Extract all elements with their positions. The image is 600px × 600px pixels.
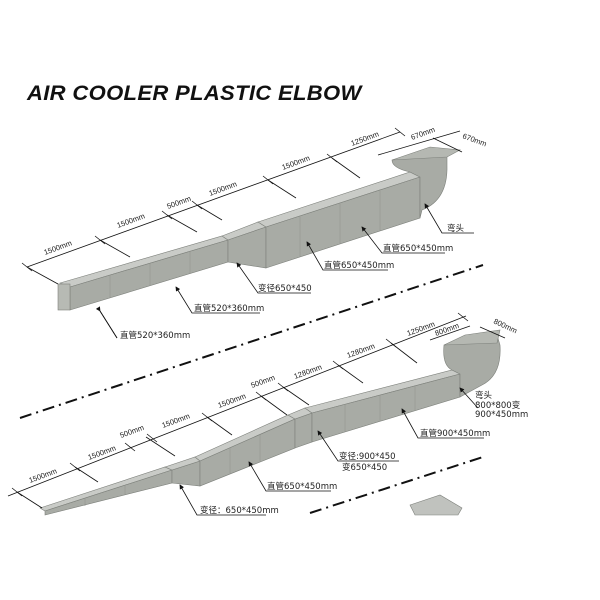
separator-line bbox=[309, 456, 484, 514]
separator-line bbox=[19, 264, 484, 419]
callout-reducer: 变径650*450 bbox=[258, 283, 312, 294]
callout-elbow: 900*450mm bbox=[475, 410, 528, 420]
bottom-duct-assembly: 1500mm 1500mm 500mm 1500mm 1500mm 500mm … bbox=[7, 312, 528, 516]
callout-elbow: 弯头 bbox=[475, 390, 493, 401]
callout-straight-650: 直管650*450mm bbox=[267, 481, 337, 492]
duct-side bbox=[44, 469, 173, 516]
duct-top-face bbox=[39, 466, 173, 512]
elbow-opening bbox=[391, 146, 462, 161]
duct-650-side bbox=[265, 176, 421, 269]
dim-label: 670mm bbox=[461, 131, 488, 148]
callout-elbow: 弯头 bbox=[447, 223, 465, 234]
callout-reducer-900: 变650*450 bbox=[342, 462, 387, 473]
elbow bbox=[391, 149, 448, 219]
dim-label: 1500mm bbox=[208, 179, 239, 197]
callout-straight-520: 直管520*360mm bbox=[120, 330, 190, 341]
callout-straight-520: 直管520*360mm bbox=[194, 303, 264, 314]
partial-duct bbox=[409, 494, 463, 516]
callout-elbow: 800*800变 bbox=[475, 400, 521, 411]
callout-reducer-900: 变径:900*450 bbox=[339, 451, 396, 462]
elbow bbox=[443, 334, 501, 398]
dim-label: 500mm bbox=[119, 423, 146, 440]
top-duct-assembly: 1500mm 1500mm 500mm 1500mm 1500mm 1250mm… bbox=[21, 125, 488, 341]
callout-straight-900: 直管900*450mm bbox=[420, 428, 490, 439]
top-dimension-line bbox=[21, 127, 463, 285]
dim-label: 1500mm bbox=[116, 211, 147, 229]
callout-straight-650: 直管650*450mm bbox=[383, 243, 453, 254]
bottom-dimension-line bbox=[7, 312, 506, 509]
dim-label: 1500mm bbox=[281, 153, 312, 171]
page-title: AIR COOLER PLASTIC ELBOW bbox=[27, 82, 362, 105]
dim-label: 1500mm bbox=[217, 391, 248, 409]
dim-label: 1500mm bbox=[43, 238, 74, 256]
dim-label: 1500mm bbox=[161, 411, 192, 429]
callout-straight-650: 直管650*450mm bbox=[324, 260, 394, 271]
elbow-opening bbox=[443, 329, 501, 346]
dim-label: 500mm bbox=[250, 373, 277, 390]
dim-label: 1250mm bbox=[406, 319, 437, 337]
callout-reducer-650: 变径：650*450mm bbox=[200, 505, 279, 516]
duct-end-opening bbox=[57, 283, 71, 311]
